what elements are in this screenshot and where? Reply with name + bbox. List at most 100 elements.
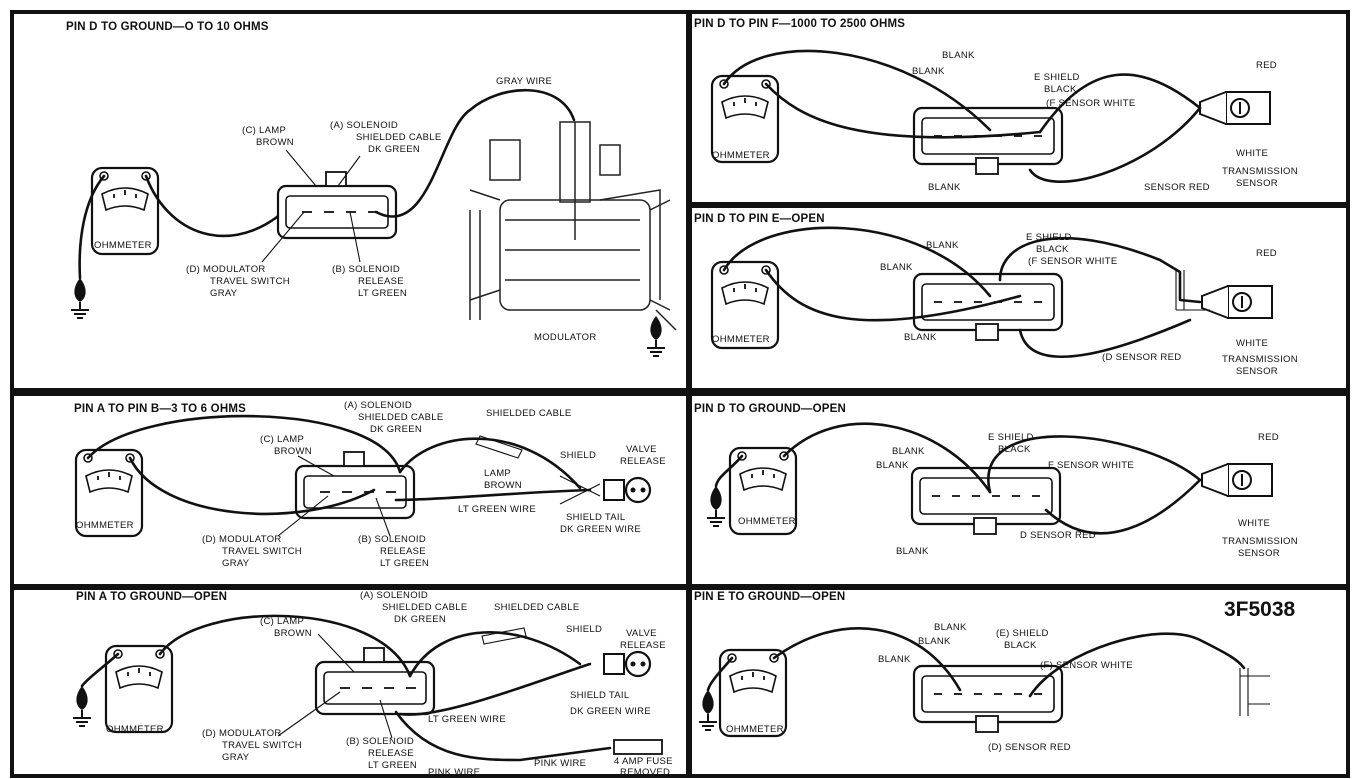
label: SHIELDED CABLE bbox=[356, 132, 442, 143]
panel-title: PIN E TO GROUND—OPEN bbox=[694, 591, 845, 603]
label: TRAVEL SWITCH bbox=[210, 276, 290, 287]
label: RELEASE bbox=[358, 276, 404, 287]
label: (F SENSOR WHITE bbox=[1046, 98, 1135, 109]
label: RELEASE bbox=[620, 640, 666, 651]
label: (D SENSOR RED bbox=[1102, 352, 1181, 363]
label: SHIELD bbox=[560, 450, 596, 461]
label: GRAY bbox=[222, 752, 250, 763]
connector-icon bbox=[912, 106, 1064, 176]
sensor-icon bbox=[1201, 463, 1273, 497]
label: BROWN bbox=[484, 480, 522, 491]
label: SENSOR bbox=[1236, 366, 1278, 377]
modulator-icon bbox=[469, 121, 677, 331]
label: (B) SOLENOID bbox=[346, 736, 414, 747]
valve-icon bbox=[602, 650, 652, 678]
connector-icon bbox=[912, 272, 1064, 342]
panel-pin-d-pin-e: PIN D TO PIN E—OPEN BLANK BLANK E SHIELD… bbox=[694, 213, 1298, 377]
ground-icon bbox=[698, 689, 718, 731]
label: GRAY WIRE bbox=[496, 76, 552, 87]
label: BROWN bbox=[274, 446, 312, 457]
label: BLANK bbox=[904, 332, 937, 343]
label: (E) SHIELD bbox=[996, 628, 1049, 639]
label: GRAY bbox=[222, 558, 250, 569]
label: (D) MODULATOR bbox=[202, 534, 282, 545]
label: SHIELDED CABLE bbox=[382, 602, 468, 613]
label: WHITE bbox=[1236, 148, 1268, 159]
label: LT GREEN bbox=[368, 760, 417, 771]
label: BLANK bbox=[880, 262, 913, 273]
label: BLANK bbox=[878, 654, 911, 665]
panel-title: PIN D TO GROUND—O TO 10 OHMS bbox=[66, 21, 269, 33]
label: DK GREEN WIRE bbox=[570, 706, 651, 717]
label: 4 AMP FUSE bbox=[614, 756, 673, 767]
label: (D) MODULATOR bbox=[202, 728, 282, 739]
label: GRAY bbox=[210, 288, 238, 299]
connector-icon bbox=[276, 170, 398, 240]
label: RELEASE bbox=[380, 546, 426, 557]
label: WHITE bbox=[1236, 338, 1268, 349]
label: PINK WIRE bbox=[428, 767, 480, 778]
label: OHMMETER bbox=[712, 334, 770, 345]
label: OHMMETER bbox=[94, 240, 152, 251]
label: (D) SENSOR RED bbox=[988, 742, 1071, 753]
label: D SENSOR RED bbox=[1020, 530, 1096, 541]
connector-icon bbox=[314, 646, 436, 716]
sensor-icon bbox=[1201, 285, 1273, 319]
label: RELEASE bbox=[620, 456, 666, 467]
label: BLACK bbox=[1036, 244, 1069, 255]
label: (D) MODULATOR bbox=[186, 264, 266, 275]
ground-icon bbox=[72, 685, 92, 727]
label: F SENSOR WHITE bbox=[1048, 460, 1134, 471]
ground-icon bbox=[646, 315, 666, 357]
label: LT GREEN WIRE bbox=[428, 714, 506, 725]
label: (C) LAMP bbox=[242, 125, 286, 136]
label: LAMP bbox=[484, 468, 511, 479]
panel-pin-a-pin-b: PIN A TO PIN B—3 TO 6 OHMS (A) SOLENOID … bbox=[74, 400, 666, 569]
label: (B) SOLENOID bbox=[332, 264, 400, 275]
label: BLANK bbox=[934, 622, 967, 633]
label: OHMMETER bbox=[76, 520, 134, 531]
connector-icon bbox=[910, 466, 1062, 536]
label: SENSOR RED bbox=[1144, 182, 1210, 193]
label: BLACK bbox=[1044, 84, 1077, 95]
panel-pin-d-pin-f: PIN D TO PIN F—1000 TO 2500 OHMS BLANK B… bbox=[694, 18, 1298, 193]
panel-pin-d-ground-open: PIN D TO GROUND—OPEN E SHIELD BLACK RED … bbox=[694, 403, 1298, 559]
label: RELEASE bbox=[368, 748, 414, 759]
label: (B) SOLENOID bbox=[358, 534, 426, 545]
label: (A) SOLENOID bbox=[360, 590, 428, 601]
label: BROWN bbox=[274, 628, 312, 639]
label: BLANK bbox=[942, 50, 975, 61]
panel-title: PIN A TO GROUND—OPEN bbox=[76, 591, 227, 603]
label: BLANK bbox=[876, 460, 909, 471]
label: LT GREEN bbox=[358, 288, 407, 299]
panel-title: PIN A TO PIN B—3 TO 6 OHMS bbox=[74, 403, 246, 415]
label: BLACK bbox=[1004, 640, 1037, 651]
sensor-icon bbox=[1199, 91, 1271, 125]
label: SHIELD bbox=[566, 624, 602, 635]
label: BLACK bbox=[998, 444, 1031, 455]
label: SENSOR bbox=[1236, 178, 1278, 189]
label: OHMMETER bbox=[712, 150, 770, 161]
panel-pin-a-ground: PIN A TO GROUND—OPEN (A) SOLENOID SHIELD… bbox=[72, 590, 673, 778]
label: (F) SENSOR WHITE bbox=[1040, 660, 1133, 671]
label: OHMMETER bbox=[106, 724, 164, 735]
label: DK GREEN WIRE bbox=[560, 524, 641, 535]
label: (A) SOLENOID bbox=[344, 400, 412, 411]
label: LT GREEN WIRE bbox=[458, 504, 536, 515]
label: LT GREEN bbox=[380, 558, 429, 569]
label: BLANK bbox=[912, 66, 945, 77]
connector-icon bbox=[912, 664, 1064, 734]
label: REMOVED bbox=[620, 767, 670, 778]
label: BLANK bbox=[918, 636, 951, 647]
label: BLANK bbox=[928, 182, 961, 193]
label: SHIELD TAIL bbox=[570, 690, 629, 701]
label: VALVE bbox=[626, 444, 657, 455]
label: (A) SOLENOID bbox=[330, 120, 398, 131]
label: DK GREEN bbox=[394, 614, 446, 625]
label: VALVE bbox=[626, 628, 657, 639]
label: E SHIELD bbox=[988, 432, 1034, 443]
label: DK GREEN bbox=[370, 424, 422, 435]
label: E SHIELD bbox=[1026, 232, 1072, 243]
label: TRAVEL SWITCH bbox=[222, 546, 302, 557]
